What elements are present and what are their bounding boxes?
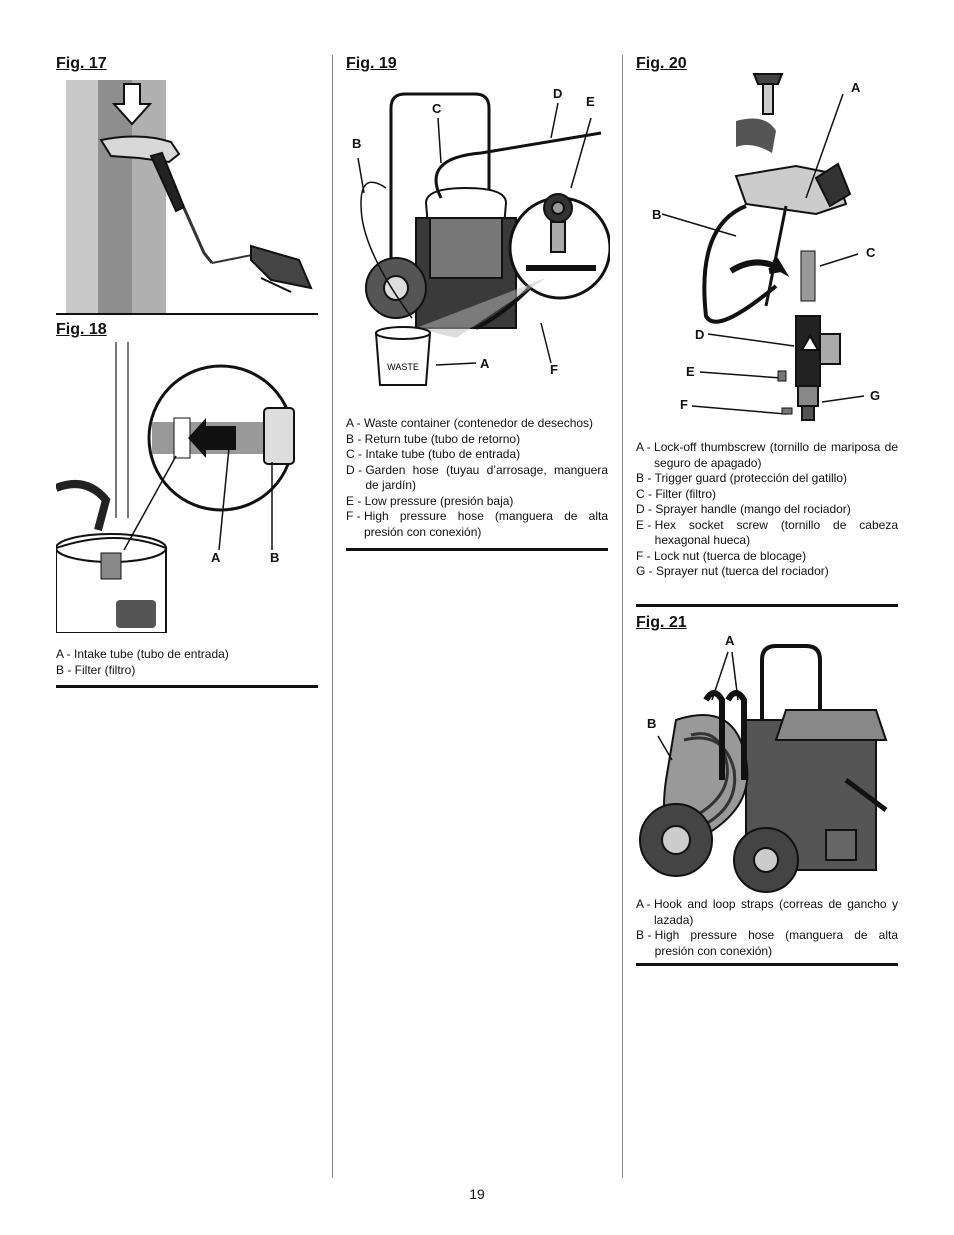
fig19-callout-d: D xyxy=(553,86,563,101)
page-number: 19 xyxy=(469,1186,485,1202)
legend-item: A - Intake tube (tubo de entrada) xyxy=(56,647,229,661)
spray-tip-icon xyxy=(752,73,784,115)
fig20-callout-b: B xyxy=(652,207,662,222)
fig19-callout-a: A xyxy=(480,356,490,371)
fig17-illustration xyxy=(56,80,318,315)
legend-item: F - Lock nut (tuerca de blocage) xyxy=(636,548,807,563)
legend-item: D - Garden hose (tuyau d’arrosage, mangu… xyxy=(346,462,608,493)
fig18-title: Fig. 18 xyxy=(56,321,107,338)
fig19-rule xyxy=(346,548,608,551)
legend-item: B - Trigger guard (protección del gatill… xyxy=(636,471,847,485)
legend-item: E - Hex socket screw (tornillo de cabeza… xyxy=(636,517,898,548)
fig20-callout-d: D xyxy=(695,327,705,342)
fig21-title: Fig. 21 xyxy=(636,614,687,631)
fig20-legend: A - Lock-off thumbscrew (tornillo de mar… xyxy=(636,440,898,580)
fig18-legend: A - Intake tube (tubo de entrada) B - Fi… xyxy=(56,647,318,678)
spray-gun-icon xyxy=(702,162,852,324)
fig21-callout-b: B xyxy=(647,716,657,731)
fig21-rule xyxy=(636,963,898,966)
fig20-callout-a: A xyxy=(851,80,861,95)
legend-item: B - Return tube (tubo de retorno) xyxy=(346,431,521,446)
fig20-callout-f: F xyxy=(680,397,688,412)
fig20-title: Fig. 20 xyxy=(636,55,687,72)
fig19-callout-f: F xyxy=(550,362,558,377)
fig19-title: Fig. 19 xyxy=(346,55,397,72)
column-divider-right xyxy=(622,55,623,1178)
legend-item: B - Filter (filtro) xyxy=(56,662,136,677)
legend-item: C - Filter (filtro) xyxy=(636,486,717,501)
fig21-legend: A - Hook and loop straps (correas de gan… xyxy=(636,897,898,959)
column-divider-left xyxy=(332,55,333,1178)
fig21-illustration xyxy=(639,644,888,893)
legend-item: G - Sprayer nut (tuerca del rociador) xyxy=(636,564,829,578)
legend-item: C - Intake tube (tubo de entrada) xyxy=(346,447,521,461)
sprayer-handle-icon xyxy=(795,315,841,421)
legend-item: B - High pressure hose (manguera de alta… xyxy=(636,928,898,958)
waste-label: WASTE xyxy=(387,362,419,372)
fig21-callout-a: A xyxy=(725,633,735,648)
legend-item: E - Low pressure (presión baja) xyxy=(346,493,514,508)
waste-bucket-icon: WASTE xyxy=(374,326,432,386)
down-arrow-icon xyxy=(111,83,153,126)
sprayer-cart-icon xyxy=(360,92,602,330)
fig20-rule xyxy=(636,604,898,607)
fig20-callout-c: C xyxy=(866,245,876,260)
fig19-callout-c: C xyxy=(432,101,442,116)
left-arrow-icon xyxy=(188,418,236,458)
legend-item: D - Sprayer handle (mango del rociador) xyxy=(636,502,851,516)
sprayer-cart-icon xyxy=(639,644,888,893)
fig18-rule xyxy=(56,685,318,688)
fig19-illustration: WASTE xyxy=(357,92,610,386)
fig19-callout-e: E xyxy=(586,94,595,109)
fig20-callout-g: G xyxy=(870,388,881,403)
fig18-callout-a: A xyxy=(211,550,221,565)
pump-bucket-icon xyxy=(56,480,167,633)
fig18-callout-b: B xyxy=(270,550,280,565)
curved-arrow-icon xyxy=(729,257,790,278)
fig18-illustration xyxy=(56,342,295,633)
fig19-callout-b: B xyxy=(352,136,362,151)
fig17-title: Fig. 17 xyxy=(56,55,107,72)
legend-item: A - Waste container (contenedor de desec… xyxy=(346,416,594,430)
spray-gun-icon xyxy=(99,135,313,293)
legend-item: A - Lock-off thumbscrew (tornillo de mar… xyxy=(636,440,898,470)
fig19-legend: A - Waste container (contenedor de desec… xyxy=(346,416,608,540)
valve-detail-icon xyxy=(526,193,596,271)
rotate-arrow-icon xyxy=(736,118,776,153)
fig20-illustration xyxy=(661,73,865,421)
legend-item: F - High pressure hose (manguera de alta… xyxy=(346,509,608,539)
fig20-callout-e: E xyxy=(686,364,695,379)
legend-item: A - Hook and loop straps (correas de gan… xyxy=(636,897,898,927)
